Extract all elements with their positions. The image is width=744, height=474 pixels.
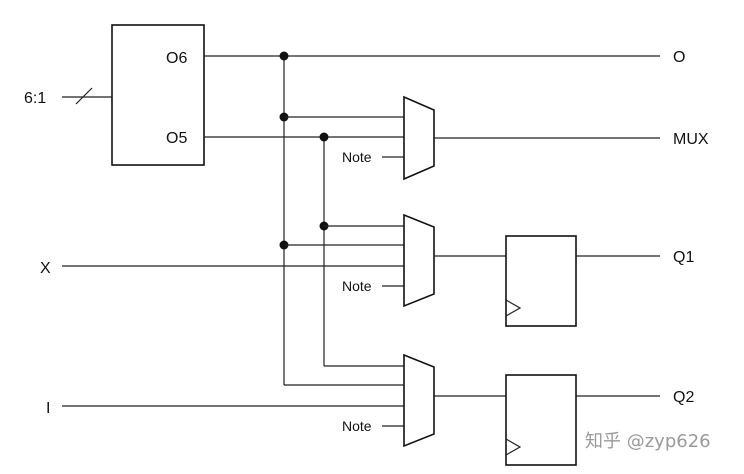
input-i-label: I: [46, 400, 50, 417]
mux-3: [403, 353, 435, 448]
lut-output-o5-label: O5: [166, 130, 187, 147]
watermark-text: 知乎 @zyp626: [585, 431, 711, 452]
mux-1-note-label: Note: [342, 149, 372, 165]
mux-2: [403, 213, 435, 308]
output-o-label: O: [673, 49, 685, 66]
flip-flop-1: [505, 235, 577, 327]
input-x-label: X: [40, 260, 51, 277]
mux-3-note-label: Note: [342, 418, 372, 434]
lut-block: [111, 24, 205, 166]
output-mux-label: MUX: [673, 131, 709, 148]
lut-input-label: 6:1: [24, 90, 46, 107]
junction-dot: [319, 132, 329, 142]
output-q2-label: Q2: [673, 389, 694, 406]
mux-2-note-label: Note: [342, 278, 372, 294]
junction-dot: [279, 51, 289, 61]
lut-output-o6-label: O6: [166, 50, 187, 67]
output-q1-label: Q1: [673, 249, 694, 266]
bus-slash: [75, 87, 93, 105]
mux-1: [403, 95, 435, 181]
ff2-clock-triangle: [505, 438, 522, 456]
flip-flop-2: [505, 374, 577, 466]
ff1-clock-triangle: [505, 299, 522, 317]
